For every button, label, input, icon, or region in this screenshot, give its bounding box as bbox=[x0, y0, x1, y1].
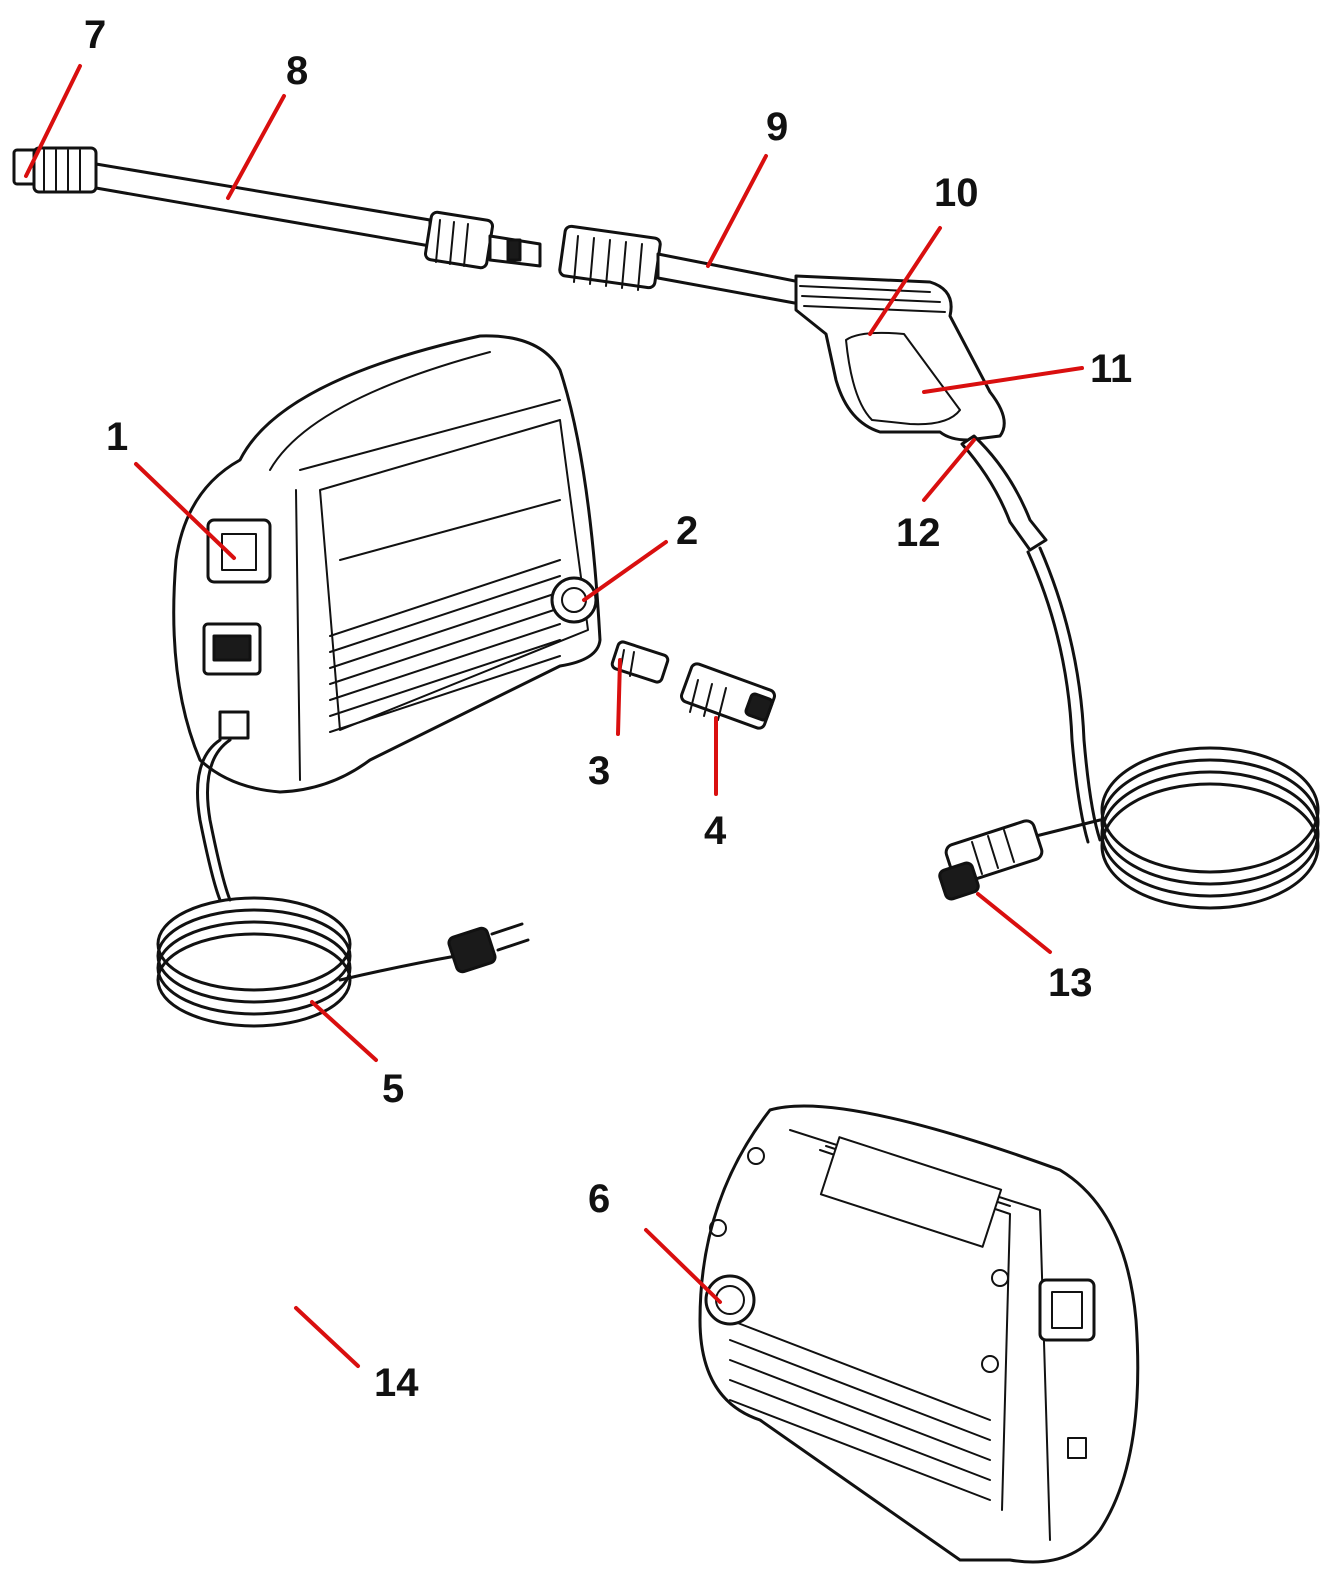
callout-12: 12 bbox=[896, 511, 941, 555]
leader-8 bbox=[226, 94, 286, 200]
callout-2: 2 bbox=[676, 509, 698, 553]
leader-2 bbox=[582, 540, 668, 602]
leader-5 bbox=[310, 1000, 378, 1062]
callout-3: 3 bbox=[588, 749, 610, 793]
callout-4: 4 bbox=[704, 809, 727, 853]
leader-6 bbox=[644, 1228, 722, 1304]
leader-10 bbox=[868, 226, 942, 336]
callout-8: 8 bbox=[286, 49, 308, 93]
power-cord bbox=[156, 738, 530, 1028]
leader-11 bbox=[922, 366, 1084, 394]
callout-6: 6 bbox=[588, 1177, 610, 1221]
callout-9: 9 bbox=[766, 105, 788, 149]
callout-5: 5 bbox=[382, 1067, 404, 1111]
callout-10: 10 bbox=[934, 171, 979, 215]
callout-numbers: 7 8 9 10 11 12 1 2 3 4 13 5 6 14 bbox=[84, 13, 1132, 1405]
leader-14 bbox=[294, 1306, 360, 1368]
leader-9 bbox=[706, 154, 768, 268]
leader-lines bbox=[24, 64, 1084, 1368]
leader-7 bbox=[24, 64, 82, 178]
callout-13: 13 bbox=[1048, 961, 1093, 1005]
pressure-washer-rear-view bbox=[698, 1104, 1140, 1564]
nozzle-adapters bbox=[610, 640, 776, 730]
callout-7: 7 bbox=[84, 13, 106, 57]
high-pressure-hose bbox=[938, 546, 1320, 910]
callout-11: 11 bbox=[1090, 347, 1132, 391]
callout-1: 1 bbox=[106, 415, 128, 459]
leader-12 bbox=[922, 438, 976, 502]
leader-1 bbox=[134, 462, 236, 560]
leader-3 bbox=[616, 658, 622, 736]
callout-14: 14 bbox=[374, 1361, 419, 1405]
leader-13 bbox=[976, 892, 1052, 954]
spray-gun bbox=[558, 224, 1048, 552]
spray-lance bbox=[12, 146, 542, 270]
pressure-washer-front-view bbox=[172, 334, 602, 794]
